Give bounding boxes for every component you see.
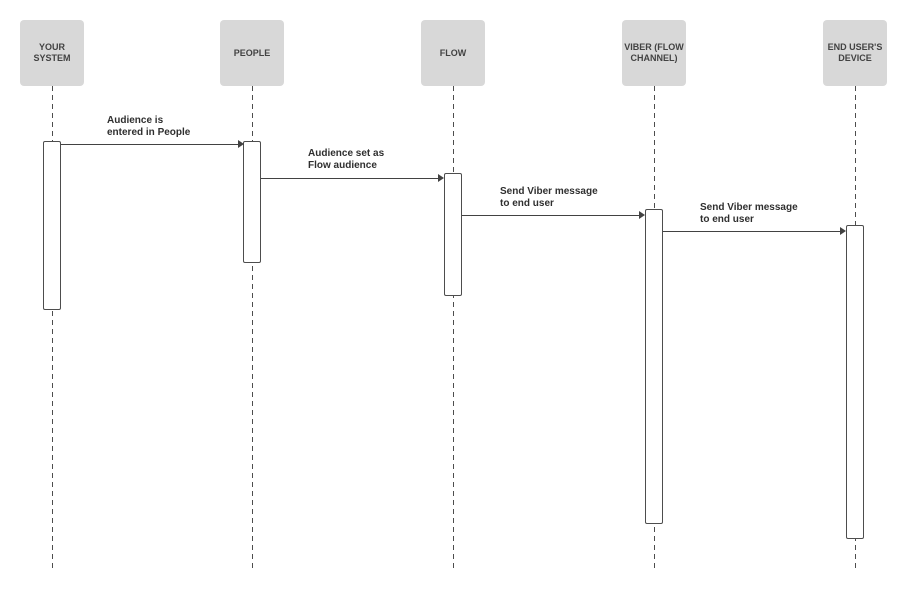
actor-box-people: PEOPLE	[220, 20, 284, 86]
message-label-line: Send Viber message	[500, 186, 598, 197]
actor-label: VIBER (FLOW	[624, 42, 684, 52]
message-label-audience-set: Audience set as Flow audience	[308, 148, 384, 172]
actor-label: FLOW	[439, 47, 467, 58]
message-label-line: to end user	[700, 214, 754, 225]
actor-box-viber: VIBER (FLOW CHANNEL)	[622, 20, 686, 86]
activation-end-user	[846, 225, 864, 539]
arrowhead-right-icon	[639, 211, 645, 219]
activation-flow	[444, 173, 462, 296]
lifeline-flow	[453, 86, 454, 570]
activation-viber	[645, 209, 663, 524]
arrowhead-right-icon	[238, 140, 244, 148]
message-arrow-3	[462, 215, 639, 216]
message-label-line: Send Viber message	[700, 202, 798, 213]
actor-label: YOUR	[38, 42, 65, 52]
actor-label: SYSTEM	[33, 53, 71, 63]
message-label-line: to end user	[500, 198, 554, 209]
actor-box-flow: FLOW	[421, 20, 485, 86]
actor-label: END USER'S	[827, 42, 883, 52]
message-label-line: Audience set as	[308, 148, 385, 159]
message-arrow-4	[663, 231, 840, 232]
lifeline-your-system	[52, 86, 53, 570]
message-label-line: Audience is	[107, 115, 164, 126]
actor-box-end-user: END USER'S DEVICE	[823, 20, 887, 86]
message-label-send-viber-1: Send Viber message to end user	[500, 186, 598, 210]
message-arrow-2	[261, 178, 438, 179]
actor-label: PEOPLE	[233, 47, 271, 58]
actor-label: CHANNEL)	[630, 53, 678, 63]
message-arrow-1	[61, 144, 238, 145]
actor-box-your-system: YOUR SYSTEM	[20, 20, 84, 86]
arrowhead-right-icon	[840, 227, 846, 235]
message-label-audience-entered: Audience is entered in People	[107, 115, 190, 139]
message-label-line: entered in People	[107, 127, 191, 138]
actor-label: DEVICE	[838, 53, 872, 63]
activation-people	[243, 141, 261, 263]
message-label-line: Flow audience	[308, 160, 377, 171]
activation-your-system	[43, 141, 61, 310]
message-label-send-viber-2: Send Viber message to end user	[700, 202, 798, 226]
lifeline-people	[252, 86, 253, 570]
arrowhead-right-icon	[438, 174, 444, 182]
